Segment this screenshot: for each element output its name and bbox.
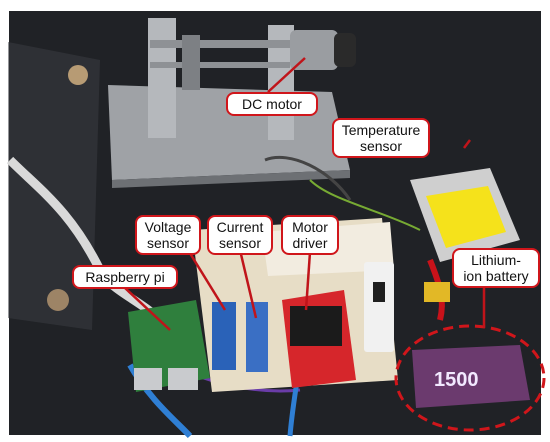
circuit-breaker (364, 262, 394, 352)
voltage-sensor-board (212, 302, 236, 370)
battery-highlight-ellipse (394, 324, 546, 432)
leader-motor-driver (304, 251, 312, 311)
leader-lines (124, 57, 486, 331)
leader-voltage-sensor (186, 249, 227, 311)
label-voltage-sensor: Voltage sensor (135, 215, 201, 255)
leader-current-sensor (238, 249, 258, 319)
label-dc-motor: DC motor (226, 92, 318, 116)
rubber-foot (68, 65, 88, 85)
xt60-connector (424, 282, 450, 302)
flywheel (182, 35, 200, 90)
rubber-foot (47, 289, 69, 311)
label-current-sensor: Current sensor (207, 215, 273, 255)
current-sensor-board (246, 302, 268, 372)
label-lithium-ion-battery: Lithium- ion battery (452, 248, 540, 288)
leader-dc-motor (267, 57, 306, 93)
shaft (150, 40, 290, 48)
lithium-ion-battery-pack (412, 345, 530, 408)
leader-raspberry-pi (124, 287, 171, 331)
dc-motor-cap (334, 33, 356, 67)
label-motor-driver: Motor driver (281, 215, 339, 255)
label-raspberry-pi: Raspberry pi (72, 265, 178, 289)
acrylic-plate (8, 42, 100, 330)
ribbon-cable (6, 156, 164, 324)
mount-stand-left (148, 18, 176, 138)
label-temperature-sensor: Temperature sensor (332, 118, 430, 158)
battery-print-text: 1500 (434, 369, 479, 391)
motor-driver-heatsink (290, 306, 342, 346)
